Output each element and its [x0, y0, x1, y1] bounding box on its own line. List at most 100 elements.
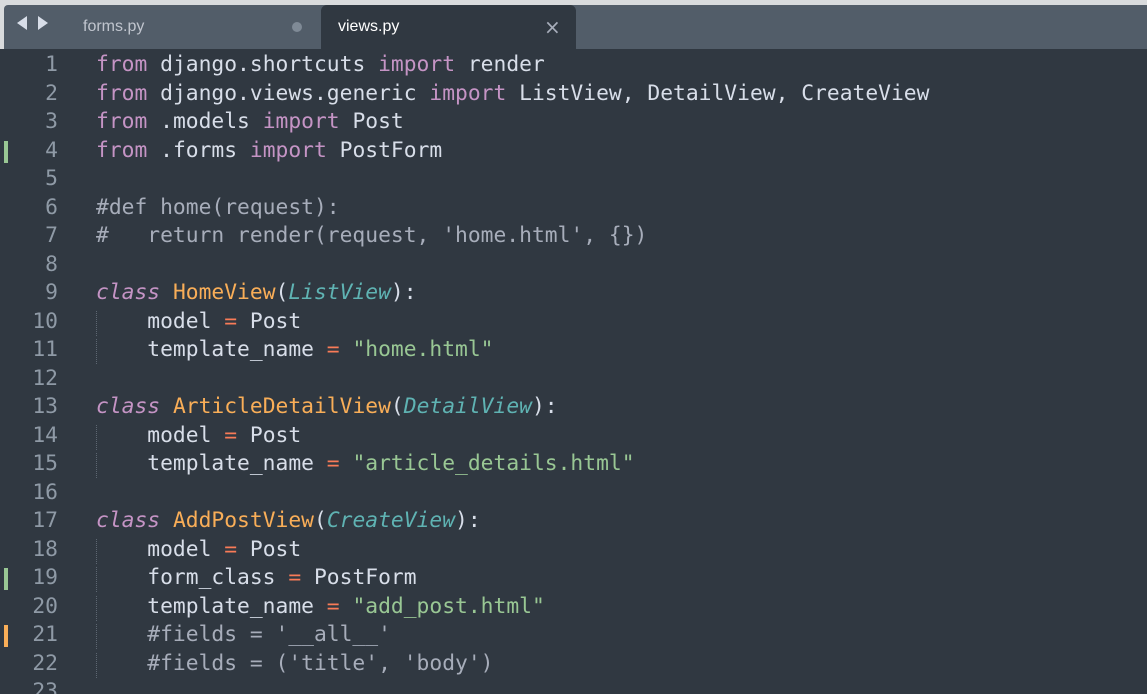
code-token: template_name	[96, 451, 327, 476]
code-token	[160, 394, 173, 419]
indent-guide	[96, 567, 97, 592]
code-line[interactable]: 17 class AddPostView(CreateView):	[0, 507, 1147, 536]
code-token: from	[96, 80, 148, 106]
code-token: .forms	[147, 137, 250, 163]
code-token: form_class	[96, 565, 289, 590]
code-line[interactable]: 10 model = Post	[0, 308, 1147, 337]
code-token: render	[455, 52, 545, 77]
code-token: # return render(request, 'home.html', {}…	[96, 223, 648, 248]
triangle-right-icon[interactable]	[38, 16, 48, 30]
line-number: 17	[32, 508, 58, 533]
code-line[interactable]: 16	[0, 479, 1147, 508]
code-text: #fields = '__all__'	[96, 621, 391, 650]
line-number: 5	[45, 166, 58, 191]
code-token	[160, 508, 173, 533]
line-number: 8	[45, 251, 58, 277]
gutter-added-marker	[4, 140, 8, 163]
code-text: class HomeView(ListView):	[96, 279, 417, 308]
code-token: Post	[339, 109, 404, 134]
code-text: #def home(request):	[96, 194, 340, 223]
code-text: # return render(request, 'home.html', {}…	[96, 222, 647, 251]
tab-forms-py[interactable]: forms.py	[66, 5, 320, 49]
code-line[interactable]: 23	[0, 678, 1147, 694]
code-token: =	[288, 565, 302, 590]
code-line[interactable]: 19 form_class = PostForm	[0, 564, 1147, 593]
code-token: =	[326, 593, 340, 619]
code-line[interactable]: 18 model = Post	[0, 536, 1147, 565]
code-token: ):	[455, 508, 481, 533]
code-token: import	[249, 137, 327, 163]
code-token: from	[96, 137, 148, 163]
code-text: class AddPostView(CreateView):	[96, 507, 481, 536]
code-token: ListView	[288, 280, 391, 305]
tab-views-py[interactable]: views.py ×	[321, 5, 576, 49]
indent-guide	[96, 310, 97, 336]
indent-guide	[96, 424, 97, 450]
unsaved-dot-icon	[292, 22, 302, 32]
code-token: (	[313, 508, 327, 533]
close-icon[interactable]: ×	[544, 15, 561, 39]
code-token	[340, 594, 353, 619]
code-text: form_class = PostForm	[96, 564, 416, 593]
code-text: from .forms import PostForm	[96, 137, 442, 166]
indent-guide	[96, 339, 97, 364]
gutter-modified-marker	[4, 625, 8, 647]
code-token: Post	[237, 308, 302, 334]
code-token: model	[96, 308, 225, 334]
code-text: model = Post	[96, 536, 301, 565]
triangle-left-icon[interactable]	[17, 16, 27, 30]
code-token: ArticleDetailView	[172, 394, 391, 419]
line-number: 4	[45, 137, 58, 163]
indent-guide	[96, 453, 97, 478]
code-text: model = Post	[96, 308, 301, 337]
code-line[interactable]: 21 #fields = '__all__'	[0, 621, 1147, 650]
code-token: "add_post.html"	[352, 593, 545, 619]
code-token: =	[224, 422, 238, 448]
code-token: Post	[237, 422, 302, 448]
line-number: 15	[32, 451, 58, 476]
code-line[interactable]: 6 #def home(request):	[0, 194, 1147, 223]
line-number: 10	[32, 308, 58, 334]
code-line[interactable]: 11 template_name = "home.html"	[0, 336, 1147, 365]
code-line[interactable]: 7# return render(request, 'home.html', {…	[0, 222, 1147, 251]
code-token: (	[390, 394, 404, 419]
code-text: template_name = "home.html"	[96, 336, 493, 365]
code-token: from	[96, 109, 148, 134]
code-line[interactable]: 20 template_name = "add_post.html"	[0, 593, 1147, 622]
gutter-added-marker	[4, 568, 8, 590]
code-line[interactable]: 5	[0, 165, 1147, 194]
code-token: =	[224, 308, 238, 334]
line-number: 12	[32, 365, 58, 391]
code-line[interactable]: 4 from .forms import PostForm	[0, 137, 1147, 166]
code-line[interactable]: 12	[0, 365, 1147, 394]
code-token: ):	[531, 394, 558, 419]
code-token	[340, 451, 353, 476]
line-number: 6	[45, 194, 58, 220]
code-text: from django.shortcuts import render	[96, 51, 545, 80]
code-token: model	[96, 536, 225, 562]
code-text: from .models import Post	[96, 108, 404, 137]
code-line[interactable]: 22 #fields = ('title', 'body')	[0, 650, 1147, 679]
line-number: 2	[45, 80, 58, 106]
code-token: class	[96, 394, 161, 419]
line-number: 23	[32, 679, 58, 694]
code-token: DetailView	[403, 394, 532, 419]
code-token: template_name	[96, 337, 327, 362]
code-token: (	[275, 280, 289, 305]
line-number: 22	[32, 650, 58, 676]
code-text: template_name = "article_details.html"	[96, 450, 634, 479]
line-number: 20	[32, 593, 58, 619]
code-token: ):	[390, 280, 417, 305]
code-line[interactable]: 8	[0, 251, 1147, 280]
line-number: 19	[32, 565, 58, 590]
code-line[interactable]: 15 template_name = "article_details.html…	[0, 450, 1147, 479]
code-line[interactable]: 14 model = Post	[0, 422, 1147, 451]
code-text: template_name = "add_post.html"	[96, 593, 545, 622]
